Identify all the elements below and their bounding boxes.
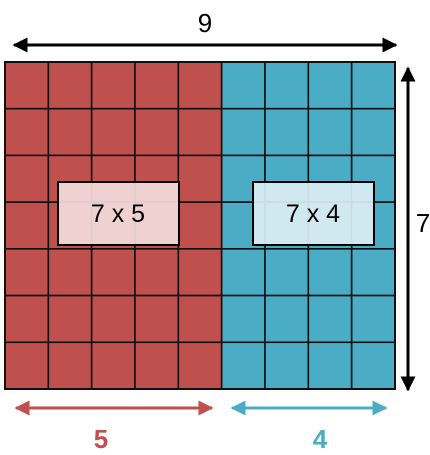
right-grid-cell (307, 341, 353, 390)
left-grid-cell (4, 154, 50, 203)
left-label-box (57, 181, 180, 246)
right-grid-cell (220, 61, 266, 110)
left-label-text: 7 x 5 (91, 200, 145, 228)
right-width-label: 4 (313, 424, 328, 454)
right-label-text: 7 x 4 (286, 200, 340, 228)
right-grid-cell (307, 248, 353, 297)
left-grid-cell (47, 61, 93, 110)
left-grid-cell (47, 294, 93, 344)
right-grid-cell (264, 61, 310, 110)
left-grid-cell (177, 294, 223, 344)
left-grid-cell (90, 61, 136, 110)
left-grid-cell (177, 341, 223, 390)
right-label-box (252, 181, 375, 246)
left-grid-cell (134, 61, 180, 110)
left-grid-cell (4, 201, 50, 250)
left-grid-cell (177, 61, 223, 110)
right-grid-cell (264, 107, 310, 157)
right-grid-cell (220, 294, 266, 344)
right-grid-cell (350, 61, 396, 110)
left-grid-cell (4, 248, 50, 297)
left-grid-cell (177, 248, 223, 297)
left-grid-cell (90, 107, 136, 157)
left-grid-cell (4, 341, 50, 390)
right-grid-cell (264, 341, 310, 390)
right-grid-cell (350, 294, 396, 344)
right-grid-cell (307, 107, 353, 157)
right-grid-cell (307, 61, 353, 110)
left-grid-cell (90, 341, 136, 390)
left-grid-cell (177, 201, 223, 250)
left-grid-cell (177, 154, 223, 203)
left-grid-cell (47, 341, 93, 390)
left-grid-cell (47, 248, 93, 297)
left-grid-cell (4, 61, 50, 110)
left-grid-cell (134, 294, 180, 344)
right-grid-cell (264, 294, 310, 344)
right-grid-cell (264, 248, 310, 297)
right-grid-cell (220, 248, 266, 297)
height-label: 7 (416, 208, 430, 238)
left-grid-cell (4, 294, 50, 344)
left-grid-cell (134, 341, 180, 390)
left-grid-cell (47, 107, 93, 157)
left-grid-cell (134, 248, 180, 297)
right-grid-cell (220, 341, 266, 390)
total-width-label: 9 (198, 8, 212, 38)
left-grid-cell (90, 294, 136, 344)
right-grid-cell (350, 248, 396, 297)
left-grid-cell (177, 107, 223, 157)
left-width-label: 5 (94, 424, 108, 454)
right-grid-cell (350, 341, 396, 390)
left-grid-cell (90, 248, 136, 297)
right-grid-cell (220, 107, 266, 157)
right-grid-cell (350, 107, 396, 157)
left-grid-cell (134, 107, 180, 157)
left-grid-cell (4, 107, 50, 157)
grid-border (4, 61, 396, 390)
right-grid-cell (307, 294, 353, 344)
